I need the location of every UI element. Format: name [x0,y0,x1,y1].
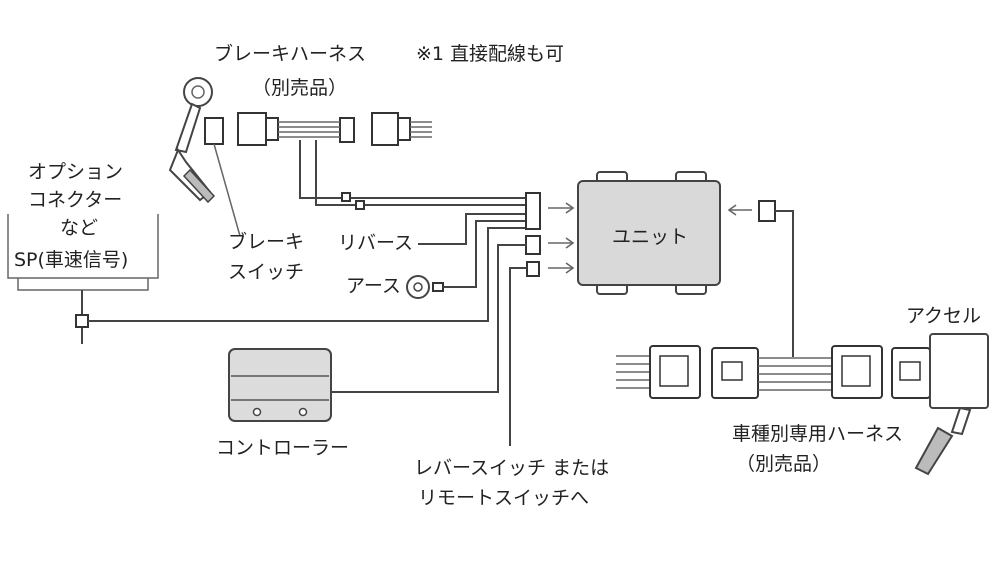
controller-screw-right [298,407,308,417]
brake-wire-1 [299,140,527,199]
vehicle-harness-sold-separately: （別売品） [736,453,831,475]
controller-screw-left [252,407,262,417]
brake-switch-label-2: スイッチ [228,261,304,283]
unit-input-connector-controller [525,235,541,255]
sp-signal-label: SP(車速信号) [14,249,128,271]
unit-input-arrow-3 [548,262,575,274]
brake-switch-label-1: ブレーキ [228,230,304,253]
brake-harness-label: ブレーキハーネス [214,42,366,65]
brake-harness-sold-separately: （別売品） [252,77,347,99]
brake-wire-2 [315,140,527,206]
option-connector-label-3: など [60,217,98,239]
controller-label: コントローラー [216,437,349,459]
lever-switch-wire [509,267,527,446]
brake-harness: ブレーキハーネス ※1 直接配線も可 （別売品） [168,42,564,283]
unit-label: ユニット [612,226,688,248]
brake-harness-note: ※1 直接配線も可 [416,43,564,65]
reverse-label: リバース [338,232,413,254]
ground-crimp [432,282,444,292]
unit-input-connector-lever [526,261,540,277]
harness-wire-bundle [278,121,432,138]
vehicle-harness: 車種別専用ハーネス （別売品） [616,345,931,475]
ground-terminal-icon [406,275,430,299]
option-connector-label-2: コネクター [28,189,122,211]
brake-pedal-icon [168,77,216,204]
reverse-ground: リバース アース [338,213,528,299]
lever-switch: レバースイッチ または リモートスイッチへ [414,267,609,509]
accel-signal-wire [775,210,794,357]
controller: コントローラー [216,244,527,459]
harness-connector-left-tab [265,117,279,141]
lever-switch-label-2: リモートスイッチへ [418,487,589,509]
harness-connector-right [371,112,399,146]
accel-pedal: アクセル [906,305,989,476]
ground-wire [443,220,528,288]
accel-signal-connector [758,200,776,222]
accel-sensor-body [929,333,989,409]
brake-pedal-connector [204,117,224,145]
controller-wire [331,244,527,393]
reverse-wire [418,213,528,245]
unit-body [577,180,721,286]
unit-accel-arrow [727,204,752,216]
controller-body [228,348,332,422]
accel-pedal-arm [950,406,972,436]
harness-connector-left [237,112,267,146]
option-connector-base [17,278,149,291]
unit-input-arrow-1 [548,202,575,214]
vehicle-harness-label: 車種別専用ハーネス [732,423,903,445]
lever-switch-label-1: レバースイッチ または [414,457,609,479]
harness-connector-mid [339,117,355,143]
ground-label: アース [346,275,401,297]
accel-label: アクセル [906,305,981,327]
unit-input-arrow-2 [548,237,575,249]
accel-pedal-pad-icon [914,426,954,476]
unit: ユニット [525,171,794,357]
unit-input-connector-main [525,192,541,230]
option-connector-bracket [7,214,159,279]
option-connector-label-1: オプション [28,161,123,183]
brake-wire-splice-1 [341,192,351,202]
harness-connector-right-tab [397,117,411,141]
option-connector: オプション コネクター など SP(車速信号) [7,161,528,344]
brake-switch-leader [213,143,241,237]
sp-wire [88,227,528,322]
brake-wire-splice-2 [355,200,365,210]
sp-tap-connector [75,314,89,328]
